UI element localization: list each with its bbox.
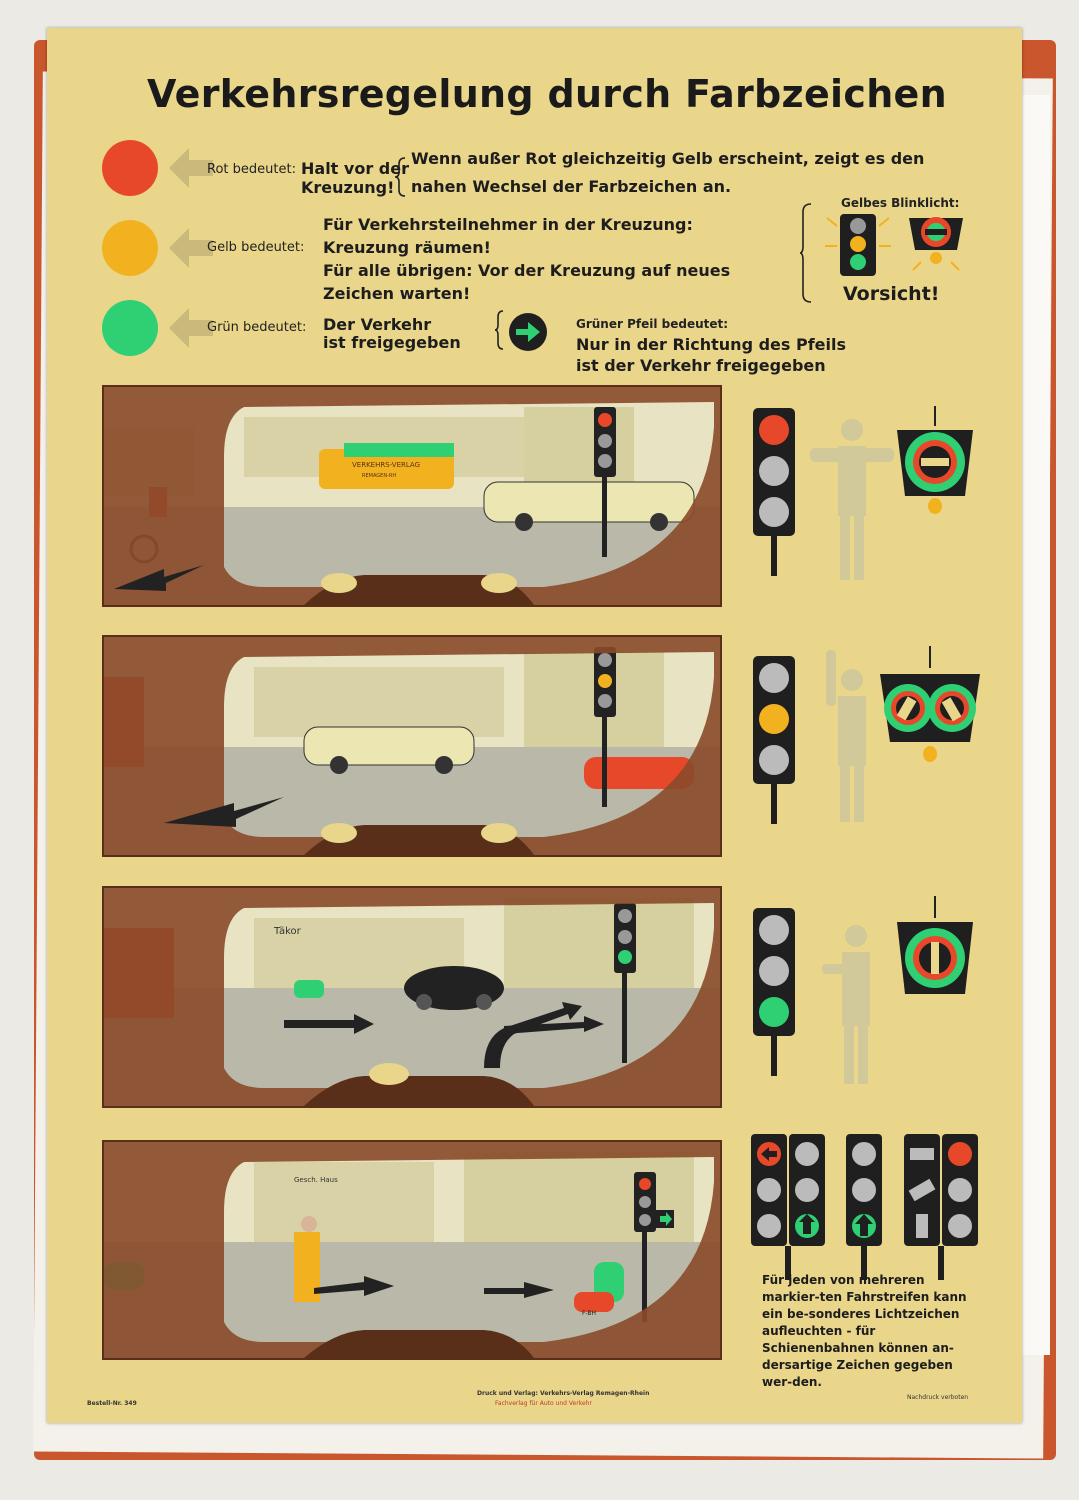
scene-green-illustration: Täkor <box>104 888 720 1106</box>
green-arrow-text-2: ist der Verkehr freigegeben <box>576 356 826 375</box>
bus-sign-2: REMAGEN-RH <box>362 473 396 479</box>
lantern-yellow-icon <box>880 646 980 762</box>
yellow-text-1: Für Verkehrsteilnehmer in der Kreuzung: <box>323 215 693 234</box>
red-note-1: Wenn außer Rot gleichzeitig Gelb erschei… <box>411 149 925 168</box>
red-text-2: Kreuzung! <box>301 178 395 197</box>
yellow-text-2: Kreuzung räumen! <box>323 238 491 257</box>
lantern-stop-icon <box>897 406 973 514</box>
bus-sign: VERKEHRS-VERLAG <box>352 461 420 469</box>
yellow-lamp-icon <box>102 220 158 276</box>
arrow-left-icon <box>169 148 213 188</box>
scene-yellow-illustration <box>104 637 720 855</box>
publisher-line-2: Fachverlag für Auto und Verkehr <box>495 1400 592 1407</box>
scene-yellow <box>102 635 722 857</box>
scene-red-illustration: VERKEHRS-VERLAG REMAGEN-RH <box>104 387 720 605</box>
red-note-2: nahen Wechsel der Farbzeichen an. <box>411 177 732 196</box>
traffic-light-red-icon <box>753 408 795 576</box>
blink-label: Gelbes Blinklicht: <box>841 196 960 210</box>
scene-arrows: Gesch. Haus F-BH <box>102 1140 722 1360</box>
traffic-light-yellow-icon <box>753 656 795 824</box>
shop-sign: Täkor <box>273 926 302 937</box>
policeman-stop-icon <box>810 419 894 580</box>
tram-signal-icon <box>904 1134 978 1280</box>
lane-signal-left-arrow-icon <box>751 1134 825 1280</box>
publisher-line: Druck und Verlag: Verkehrs-Verlag Remage… <box>477 1390 650 1397</box>
green-text-1: Der Verkehr <box>323 315 432 334</box>
arrow-left-icon <box>169 228 213 268</box>
green-arrow-icon <box>509 313 547 351</box>
order-number: Bestell-Nr. 349 <box>87 1400 137 1407</box>
green-lamp-icon <box>102 300 158 356</box>
red-lamp-icon <box>102 140 158 196</box>
yellow-text-4: Zeichen warten! <box>323 284 471 303</box>
yellow-label: Gelb bedeutet: <box>207 240 305 255</box>
blink-brace-icon <box>799 203 812 303</box>
rights-notice: Nachdruck verboten <box>907 1394 969 1401</box>
red-label: Rot bedeutet: <box>207 162 296 177</box>
lane-signal-straight-arrow-icon <box>846 1134 882 1280</box>
scene-red: VERKEHRS-VERLAG REMAGEN-RH <box>102 385 722 607</box>
license-plate: F-BH <box>582 1310 596 1317</box>
green-text-2: ist freigegeben <box>323 333 461 352</box>
yellow-text-3: Für alle übrigen: Vor der Kreuzung auf n… <box>323 261 731 280</box>
brace-icon <box>394 157 406 197</box>
blink-warning: Vorsicht! <box>843 283 940 305</box>
shop-sign-2: Gesch. Haus <box>294 1176 338 1184</box>
scene-arrows-illustration: Gesch. Haus F-BH <box>104 1142 720 1358</box>
scene-green: Täkor <box>102 886 722 1108</box>
traffic-light-green-icon <box>753 908 795 1076</box>
arrow-left-icon <box>169 308 213 348</box>
policeman-go-icon <box>822 925 870 1084</box>
green-label: Grün bedeutet: <box>207 320 307 335</box>
blinking-lantern-icon <box>909 217 963 271</box>
red-text-1: Halt vor der <box>301 159 409 178</box>
brace-icon <box>494 310 504 350</box>
lantern-green-icon <box>897 896 973 994</box>
blinking-signal-icon <box>825 214 891 276</box>
poster-title: Verkehrsregelung durch Farbzeichen <box>147 72 947 116</box>
green-arrow-label: Grüner Pfeil bedeutet: <box>576 317 729 331</box>
lane-signal-note: Für jeden von mehreren markier-ten Fahrs… <box>762 1273 967 1389</box>
policeman-raised-arm-icon <box>826 650 866 822</box>
poster: Verkehrsregelung durch Farbzeichen Rot b… <box>47 28 1022 1423</box>
green-arrow-text-1: Nur in der Richtung des Pfeils <box>576 335 847 354</box>
